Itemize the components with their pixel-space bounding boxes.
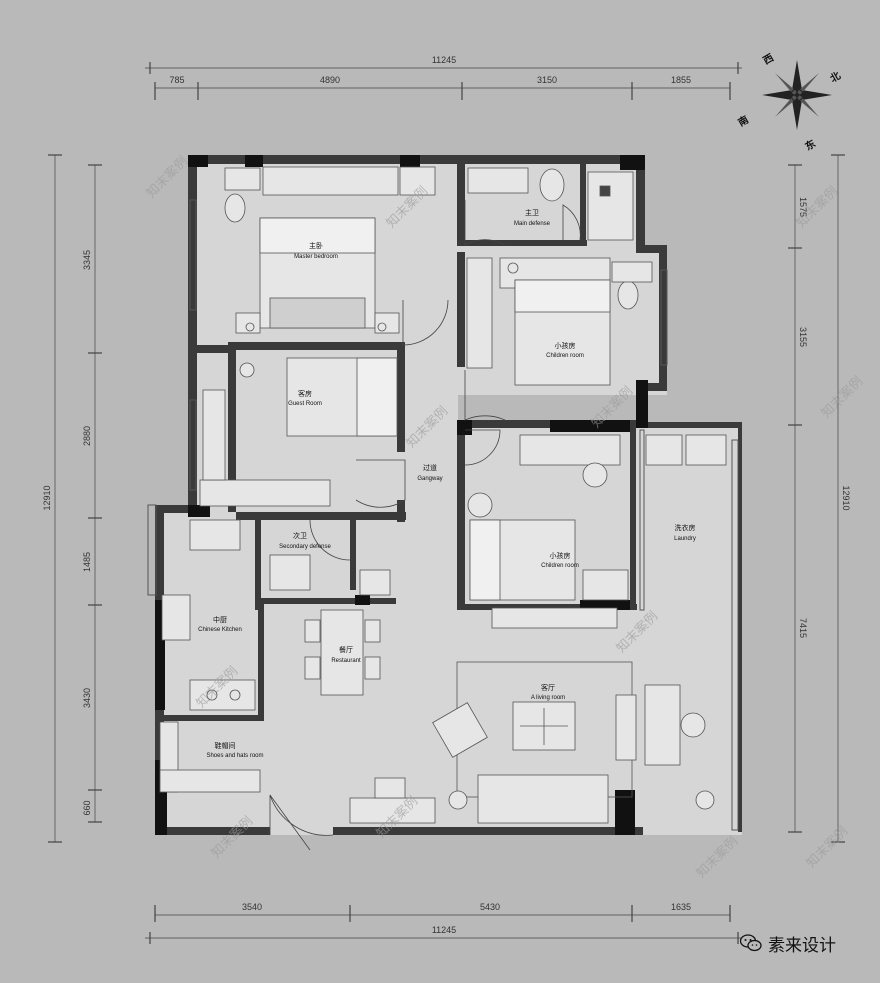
doors [269,200,581,851]
dim-bottom-seg-2: 5430 [480,902,500,912]
room-living-cn: 客厅 [541,683,555,692]
interior-walls [164,164,637,721]
armchair [432,702,488,758]
watermark-1: 知末案例 [143,153,191,201]
room-gangway-en: Gangway [417,476,442,482]
dim-top-seg-4: 1855 [671,75,691,85]
room-guest-en: Guest Room [288,401,322,407]
room-guest: 客房 Guest Room [288,389,322,407]
sofa [477,774,609,824]
dimension-labels: 11245 785 4890 3150 1855 3540 5430 1635 … [42,55,851,935]
piano [349,797,436,824]
room-child-1-cn: 小孩房 [555,341,576,350]
dim-right-seg-3: 7415 [798,618,808,638]
room-second-bath: 次卫 Secondary defense [279,531,331,550]
dim-left-seg-3: 1485 [82,552,92,572]
room-gangway-cn: 过道 [423,463,437,472]
watermark-4: 知末案例 [818,373,866,421]
room-main-bath-cn: 主卫 [525,208,539,217]
room-laundry: 洗衣房 Laundry [674,523,696,542]
dim-left-total: 12910 [42,485,52,510]
room-main-bath: 主卫 Main defense [514,208,551,227]
dim-bottom-seg-1: 3540 [242,902,262,912]
room-main-bath-en: Main defense [514,221,551,227]
room-dining-cn: 餐厅 [339,645,353,654]
room-kitchen-en: Chinese Kitchen [198,627,242,633]
dim-left-seg-1: 3345 [82,250,92,270]
dim-top-total: 11245 [432,55,456,65]
room-dining-en: Restaurant [331,658,361,664]
furniture [159,166,727,824]
dim-right-seg-2: 3155 [798,327,808,347]
room-guest-cn: 客房 [298,389,312,398]
room-living-en: A living room [531,695,565,701]
dim-bottom-seg-3: 1635 [671,902,691,912]
columns [155,155,648,835]
compass-south: 南 [736,113,751,129]
tv-cabinet [491,607,618,629]
dim-left-seg-5: 660 [82,800,92,815]
dimension-ticks [48,62,845,944]
wardrobe-master [262,166,399,196]
wechat-icon [740,934,762,952]
dining-table [320,609,364,696]
room-second-bath-en: Secondary defense [279,544,331,550]
room-child-1: 小孩房 Children room [546,341,584,359]
brand-watermark: 素来设计 [740,931,836,956]
room-kitchen: 中厨 Chinese Kitchen [198,615,242,633]
room-child-2-en: Children room [541,563,579,569]
room-laundry-cn: 洗衣房 [675,523,696,532]
room-master-bedroom-cn: 主卧 [309,241,323,250]
windows [147,199,739,831]
room-dining: 餐厅 Restaurant [331,645,361,664]
room-child-1-en: Children room [546,353,584,359]
room-child-2: 小孩房 Children room [541,551,579,569]
compass-rose-icon [762,60,832,130]
room-gangway: 过道 Gangway [417,463,442,482]
brand-name: 素来设计 [768,935,836,956]
compass-west: 西 [761,52,776,67]
dim-bottom-total: 11245 [432,925,456,935]
dim-top-seg-2: 4890 [320,75,340,85]
compass-east: 东 [803,137,818,153]
dim-top-seg-1: 785 [169,75,184,85]
room-second-bath-cn: 次卫 [293,531,307,540]
dim-top-seg-3: 3150 [537,75,557,85]
room-master-bedroom-en: Master bedroom [294,254,338,260]
room-labels: 主卧 Master bedroom 主卫 Main defense 小孩房 Child… [198,208,696,759]
dim-right-seg-1: 1575 [798,197,808,217]
room-shoes: 鞋帽间 Shoes and hats room [206,741,263,759]
compass: 西 北 南 东 [736,52,843,153]
watermark-10: 知末案例 [693,833,741,881]
watermark-12: 知末案例 [803,823,851,871]
room-shoes-en: Shoes and hats room [206,753,263,759]
room-living: 客厅 A living room [531,683,565,701]
room-child-2-cn: 小孩房 [550,551,571,560]
room-kitchen-cn: 中厨 [213,615,227,624]
room-master-bedroom: 主卧 Master bedroom [294,241,338,260]
dim-left-seg-4: 3430 [82,688,92,708]
room-shoes-cn: 鞋帽间 [215,741,236,750]
dim-right-total: 12910 [841,485,851,510]
compass-north: 北 [828,69,843,85]
dimension-lines [54,67,839,939]
dim-left-seg-2: 2880 [82,426,92,446]
room-laundry-en: Laundry [674,536,696,542]
